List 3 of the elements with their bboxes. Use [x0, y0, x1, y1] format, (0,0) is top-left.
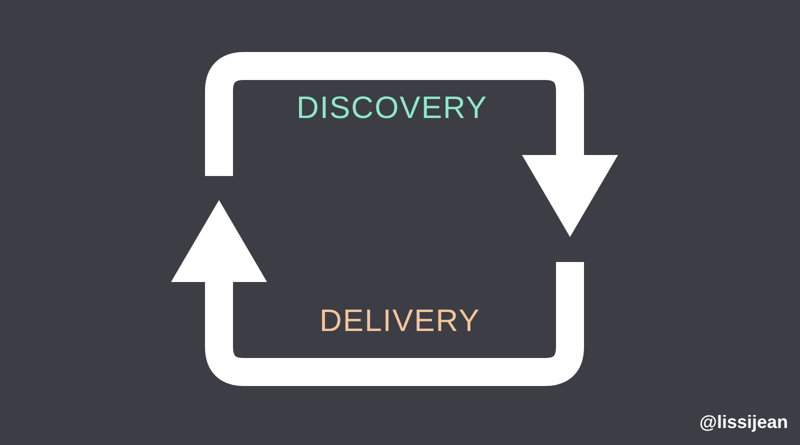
phase-label: DELIVERY	[320, 304, 480, 336]
social-handle: @lissijean	[699, 412, 788, 433]
phase-label: DISCOVERY	[296, 92, 488, 122]
